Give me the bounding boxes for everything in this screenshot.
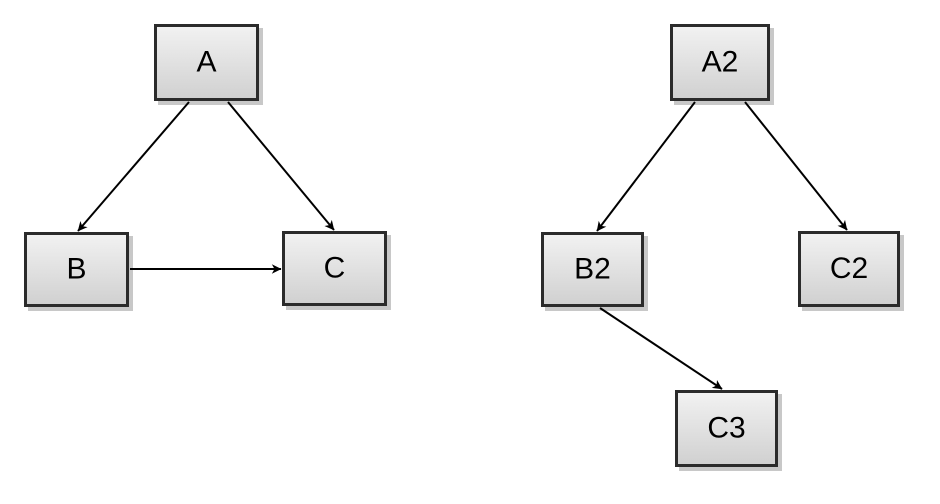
node-label: A (196, 45, 216, 78)
edge-a-b[interactable] (77, 101, 190, 232)
edge-b2-c3[interactable] (599, 307, 723, 390)
node-label: C2 (830, 252, 868, 285)
edge-a-c[interactable] (227, 101, 335, 231)
node-b2[interactable]: B2 (541, 232, 644, 307)
node-c[interactable]: C (282, 231, 387, 306)
node-b[interactable]: B (24, 232, 129, 307)
edge-a2-b2[interactable] (596, 101, 696, 232)
edge-a2-c2[interactable] (744, 101, 848, 231)
node-label: C (324, 251, 346, 284)
node-label: A2 (702, 45, 739, 78)
node-box[interactable] (24, 232, 129, 307)
node-box[interactable] (670, 24, 770, 101)
node-label: B2 (574, 252, 611, 285)
node-c2[interactable]: C2 (798, 231, 900, 307)
node-box[interactable] (282, 231, 387, 306)
node-a2[interactable]: A2 (670, 24, 770, 101)
node-a[interactable]: A (154, 24, 259, 101)
node-box[interactable] (154, 24, 259, 101)
node-c3[interactable]: C3 (675, 390, 778, 467)
node-box[interactable] (798, 231, 900, 307)
edge-group (77, 101, 848, 390)
node-box[interactable] (541, 232, 644, 307)
node-label: B (66, 252, 86, 285)
node-label: C3 (707, 411, 745, 444)
node-box[interactable] (675, 390, 778, 467)
